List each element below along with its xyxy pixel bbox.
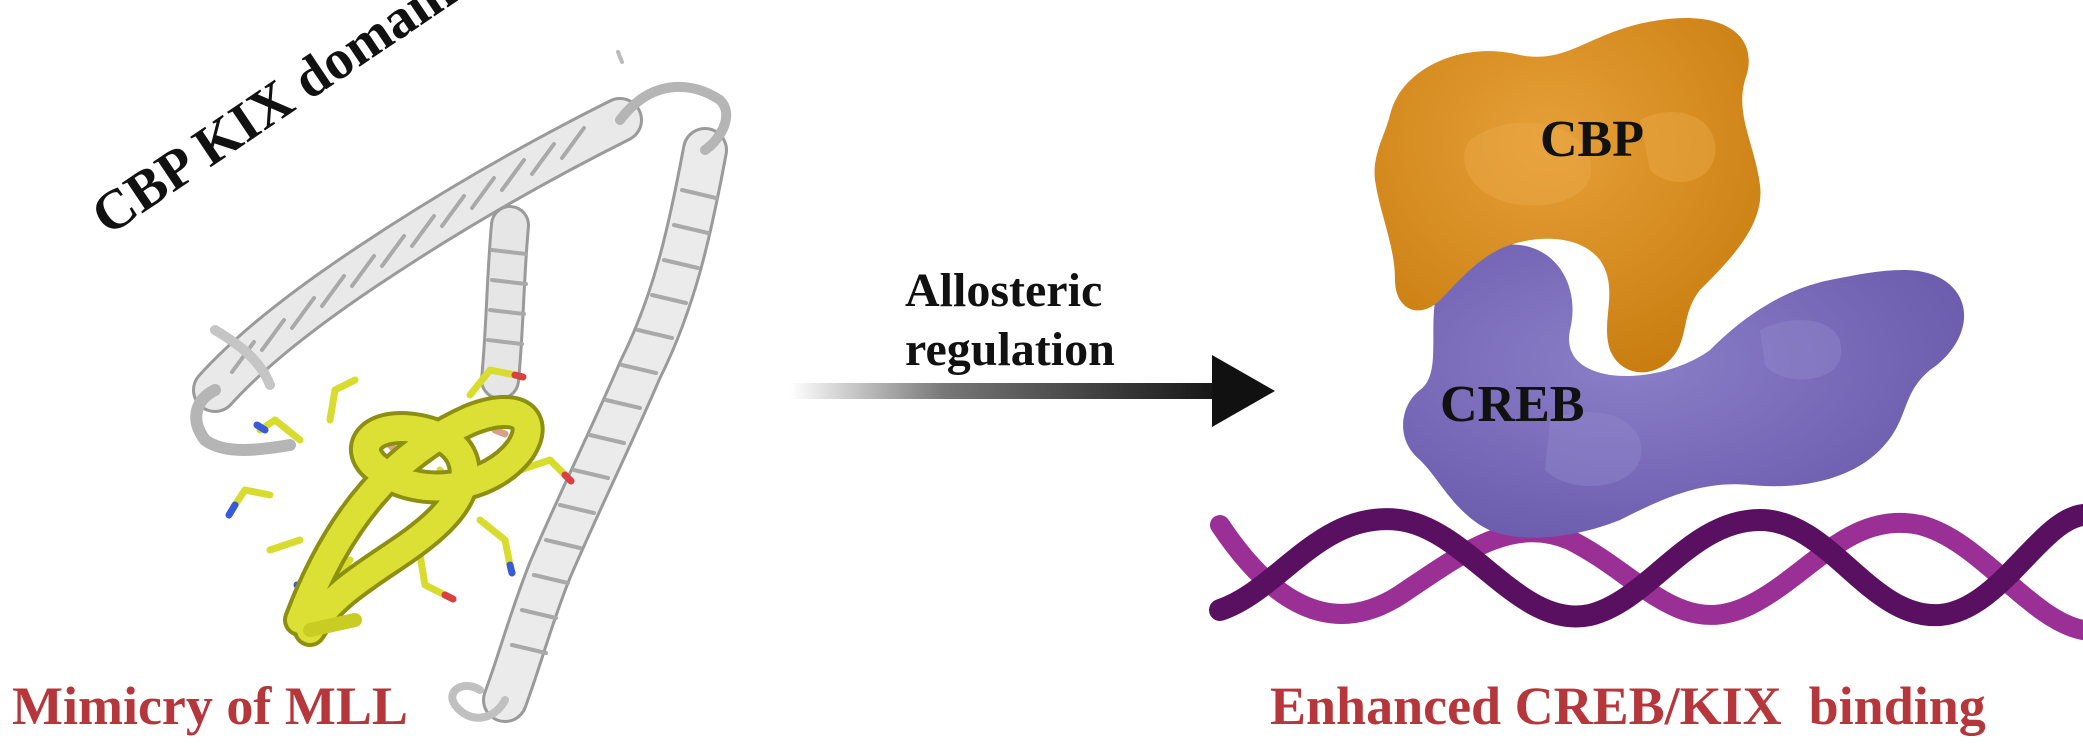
kix-tail	[616, 50, 624, 64]
creb-label: CREB	[1440, 376, 1585, 433]
dna-strand-light	[1210, 512, 2083, 640]
arrow-label-line1: Allosteric	[905, 264, 1103, 317]
kix-c-term	[448, 682, 509, 722]
arrow-head	[1212, 355, 1275, 427]
arrow-label-line2: regulation	[905, 323, 1115, 376]
cbp-label: CBP	[1540, 111, 1644, 168]
regulation-arrow	[790, 355, 1275, 427]
left-caption: Mimicry of MLL	[12, 676, 408, 736]
mll-mimic-helix	[225, 366, 575, 647]
mll-ribbon	[283, 395, 545, 647]
creb-protein	[1403, 244, 1965, 538]
kix-helix-1	[192, 97, 643, 413]
kix-loop-n-term	[210, 325, 275, 390]
cbp-protein	[1374, 18, 1761, 373]
kix-helix-3	[480, 205, 530, 400]
kix-loop-top	[615, 81, 732, 155]
kix-helix-2	[482, 127, 728, 723]
kix-loop-left	[190, 384, 296, 456]
dna-strand-dark	[1209, 504, 2083, 628]
right-caption: Enhanced CREB/KIX binding	[1270, 676, 1986, 736]
arrow-shaft	[790, 383, 1230, 399]
kix-domain-structure	[190, 50, 732, 723]
dna-double-helix	[1209, 504, 2083, 640]
